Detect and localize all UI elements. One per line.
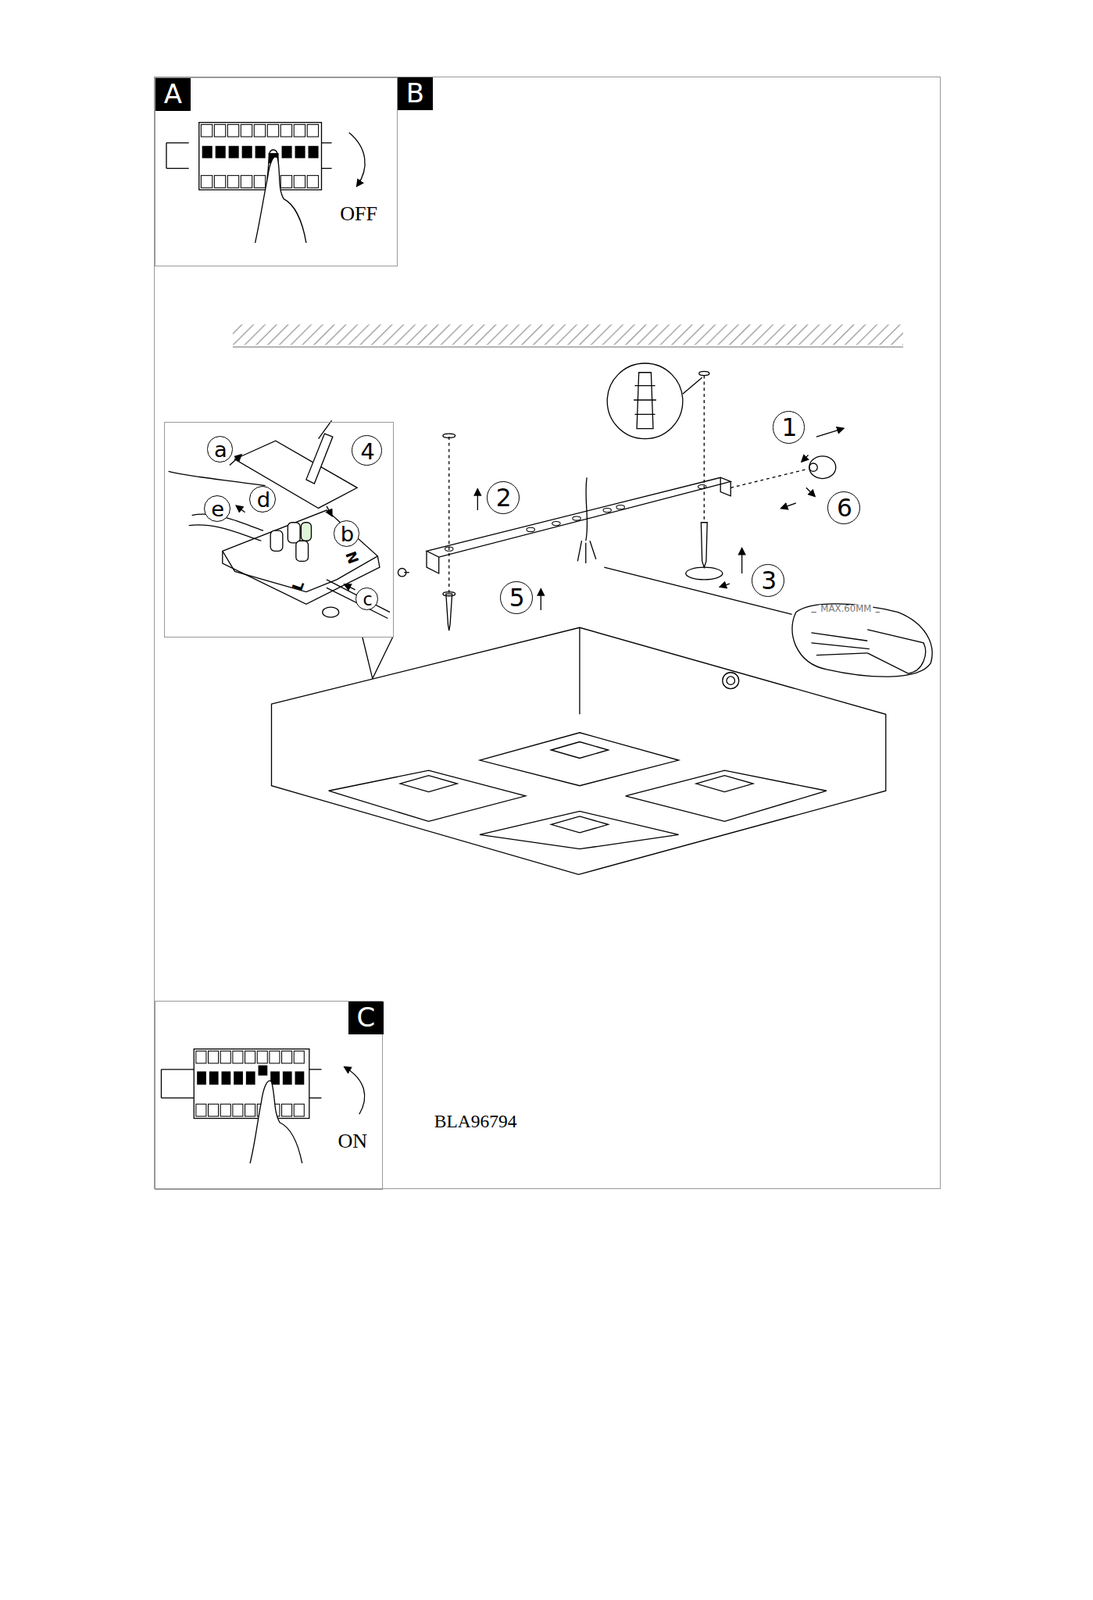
callout-circle: a bbox=[207, 435, 234, 463]
panel-text: N bbox=[342, 550, 361, 567]
breaker-on bbox=[160, 1049, 365, 1164]
callout-number: 3 bbox=[760, 568, 777, 593]
callout-number: d bbox=[257, 489, 271, 511]
step-letter: C bbox=[348, 1001, 383, 1035]
ceiling bbox=[232, 324, 904, 347]
callout-circle: 6 bbox=[827, 491, 861, 525]
instruction-panel: C ON bbox=[154, 1000, 383, 1190]
callout-number: b bbox=[340, 523, 354, 545]
callout-number: 5 bbox=[509, 585, 526, 611]
mounting-bracket bbox=[397, 363, 843, 631]
callout-circle: 5 bbox=[500, 581, 533, 615]
instruction-panel: B A OFF N La 4 e d b c 1 2 6 3 5C ON bbox=[153, 76, 941, 1190]
callout-circle: b bbox=[333, 520, 361, 547]
instruction-panel: A OFF bbox=[154, 77, 398, 267]
callout-circle: 4 bbox=[351, 435, 383, 466]
model-number: BLA96794 bbox=[434, 1112, 518, 1132]
step-letter: B bbox=[397, 77, 433, 111]
lamp-body bbox=[271, 627, 886, 875]
panel-text: OFF bbox=[339, 203, 378, 225]
panel-text: L bbox=[290, 579, 308, 593]
callout-circle: 1 bbox=[772, 410, 806, 444]
callout-number: c bbox=[363, 590, 373, 608]
callout-number: 2 bbox=[496, 485, 512, 511]
panel-text: ON bbox=[337, 1131, 368, 1152]
breaker-off bbox=[166, 122, 365, 243]
callout-circle: 2 bbox=[486, 481, 520, 515]
callout-circle: e bbox=[203, 495, 231, 522]
callout-number: 1 bbox=[781, 415, 797, 440]
callout-circle: 3 bbox=[751, 564, 785, 597]
dimension-label: MAX.60MM bbox=[818, 604, 873, 615]
callout-number: a bbox=[214, 439, 228, 461]
callout-circle: c bbox=[355, 587, 379, 611]
callout-number: 4 bbox=[360, 439, 375, 463]
callout-number: 6 bbox=[836, 496, 853, 522]
instruction-panel: N La 4 e d b c bbox=[164, 421, 394, 638]
step-letter: A bbox=[155, 78, 190, 111]
terminal-block-detail bbox=[168, 420, 393, 679]
callout-number: e bbox=[210, 498, 225, 520]
callout-circle: d bbox=[249, 485, 276, 513]
